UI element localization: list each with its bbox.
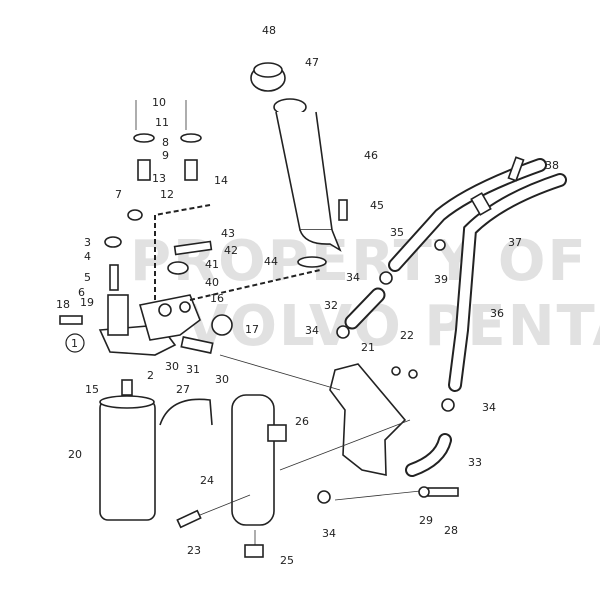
label-42: 42: [224, 244, 238, 257]
callout-labels: 48 47 46 10 11 8 9 13 12 14 7 45 38 3 4 …: [56, 24, 559, 567]
label-27: 27: [176, 383, 190, 396]
label-1: 1: [71, 337, 78, 350]
label-13: 13: [152, 172, 166, 185]
label-19: 19: [80, 296, 94, 309]
label-45: 45: [370, 199, 384, 212]
label-35: 35: [390, 226, 404, 239]
label-29: 29: [419, 514, 433, 527]
filler-cap-48: [250, 62, 286, 92]
label-10: 10: [152, 96, 166, 109]
o-ring-17: [211, 314, 233, 336]
oil-filter-20: [99, 399, 156, 521]
label-44: 44: [264, 255, 278, 268]
label-48: 48: [262, 24, 276, 37]
watermark: PROPERTY OF VOLVO PENTA: [130, 229, 600, 359]
label-7: 7: [115, 188, 122, 201]
plug-41: [167, 261, 189, 275]
bolt-28: [427, 487, 459, 497]
nipple-15: [121, 379, 133, 396]
hose-32: [344, 287, 386, 330]
label-34: 34: [305, 324, 319, 337]
label-34: 34: [346, 271, 360, 284]
label-46: 46: [364, 149, 378, 162]
label-31: 31: [186, 363, 200, 376]
label-30: 30: [165, 360, 179, 373]
label-39: 39: [434, 273, 448, 286]
watermark-line-1: PROPERTY OF: [130, 229, 588, 294]
label-12: 12: [160, 188, 174, 201]
clamps-34: [317, 239, 455, 504]
washer-29: [418, 486, 430, 498]
label-21: 21: [361, 341, 375, 354]
label-26: 26: [295, 415, 309, 428]
label-18: 18: [56, 298, 70, 311]
label-4: 4: [84, 250, 91, 263]
bracket-21: [329, 363, 407, 476]
label-5: 5: [84, 271, 91, 284]
bolt-23: [176, 509, 202, 529]
label-25: 25: [280, 554, 294, 567]
valve-14: [184, 159, 198, 181]
plug-7: [127, 209, 143, 221]
bolt-18: [59, 315, 83, 325]
callout-circle-1: [65, 333, 85, 353]
label-33: 33: [468, 456, 482, 469]
clamp-37: [470, 192, 492, 216]
label-9: 9: [162, 149, 169, 162]
screw-45: [338, 199, 348, 221]
filter-head-1: [98, 294, 201, 356]
oil-cooler-24: [231, 394, 275, 526]
label-3: 3: [84, 236, 91, 249]
label-36: 36: [490, 307, 504, 320]
label-14: 14: [214, 174, 228, 187]
label-6: 6: [78, 286, 85, 299]
watermark-line-2: VOLVO PENTA: [185, 294, 600, 359]
label-23: 23: [187, 544, 201, 557]
spring-5: [109, 264, 119, 291]
label-8: 8: [162, 136, 169, 149]
label-32: 32: [324, 299, 338, 312]
label-37: 37: [508, 236, 522, 249]
label-17: 17: [245, 323, 259, 336]
label-34: 34: [322, 527, 336, 540]
label-28: 28: [444, 524, 458, 537]
label-11: 11: [155, 116, 169, 129]
label-43: 43: [221, 227, 235, 240]
label-20: 20: [68, 448, 82, 461]
label-24: 24: [200, 474, 214, 487]
label-15: 15: [85, 383, 99, 396]
hose-33: [405, 433, 452, 477]
label-22: 22: [400, 329, 414, 342]
pipe-36: [448, 173, 567, 392]
label-30: 30: [215, 373, 229, 386]
label-40: 40: [205, 276, 219, 289]
label-34: 34: [482, 401, 496, 414]
valve-13: [137, 159, 151, 181]
label-16: 16: [210, 292, 224, 305]
plug-3: [104, 236, 122, 248]
label-38: 38: [545, 159, 559, 172]
bolt-38: [507, 156, 525, 182]
filler-neck-46: [273, 98, 342, 268]
plug-25: [244, 544, 264, 558]
label-41: 41: [205, 258, 219, 271]
plate-42: [173, 240, 213, 256]
label-2: 2: [147, 369, 154, 382]
pipe-35: [388, 158, 547, 272]
label-47: 47: [305, 56, 319, 69]
strap-27: [159, 398, 213, 426]
banjo-bolt-31: [180, 336, 214, 354]
